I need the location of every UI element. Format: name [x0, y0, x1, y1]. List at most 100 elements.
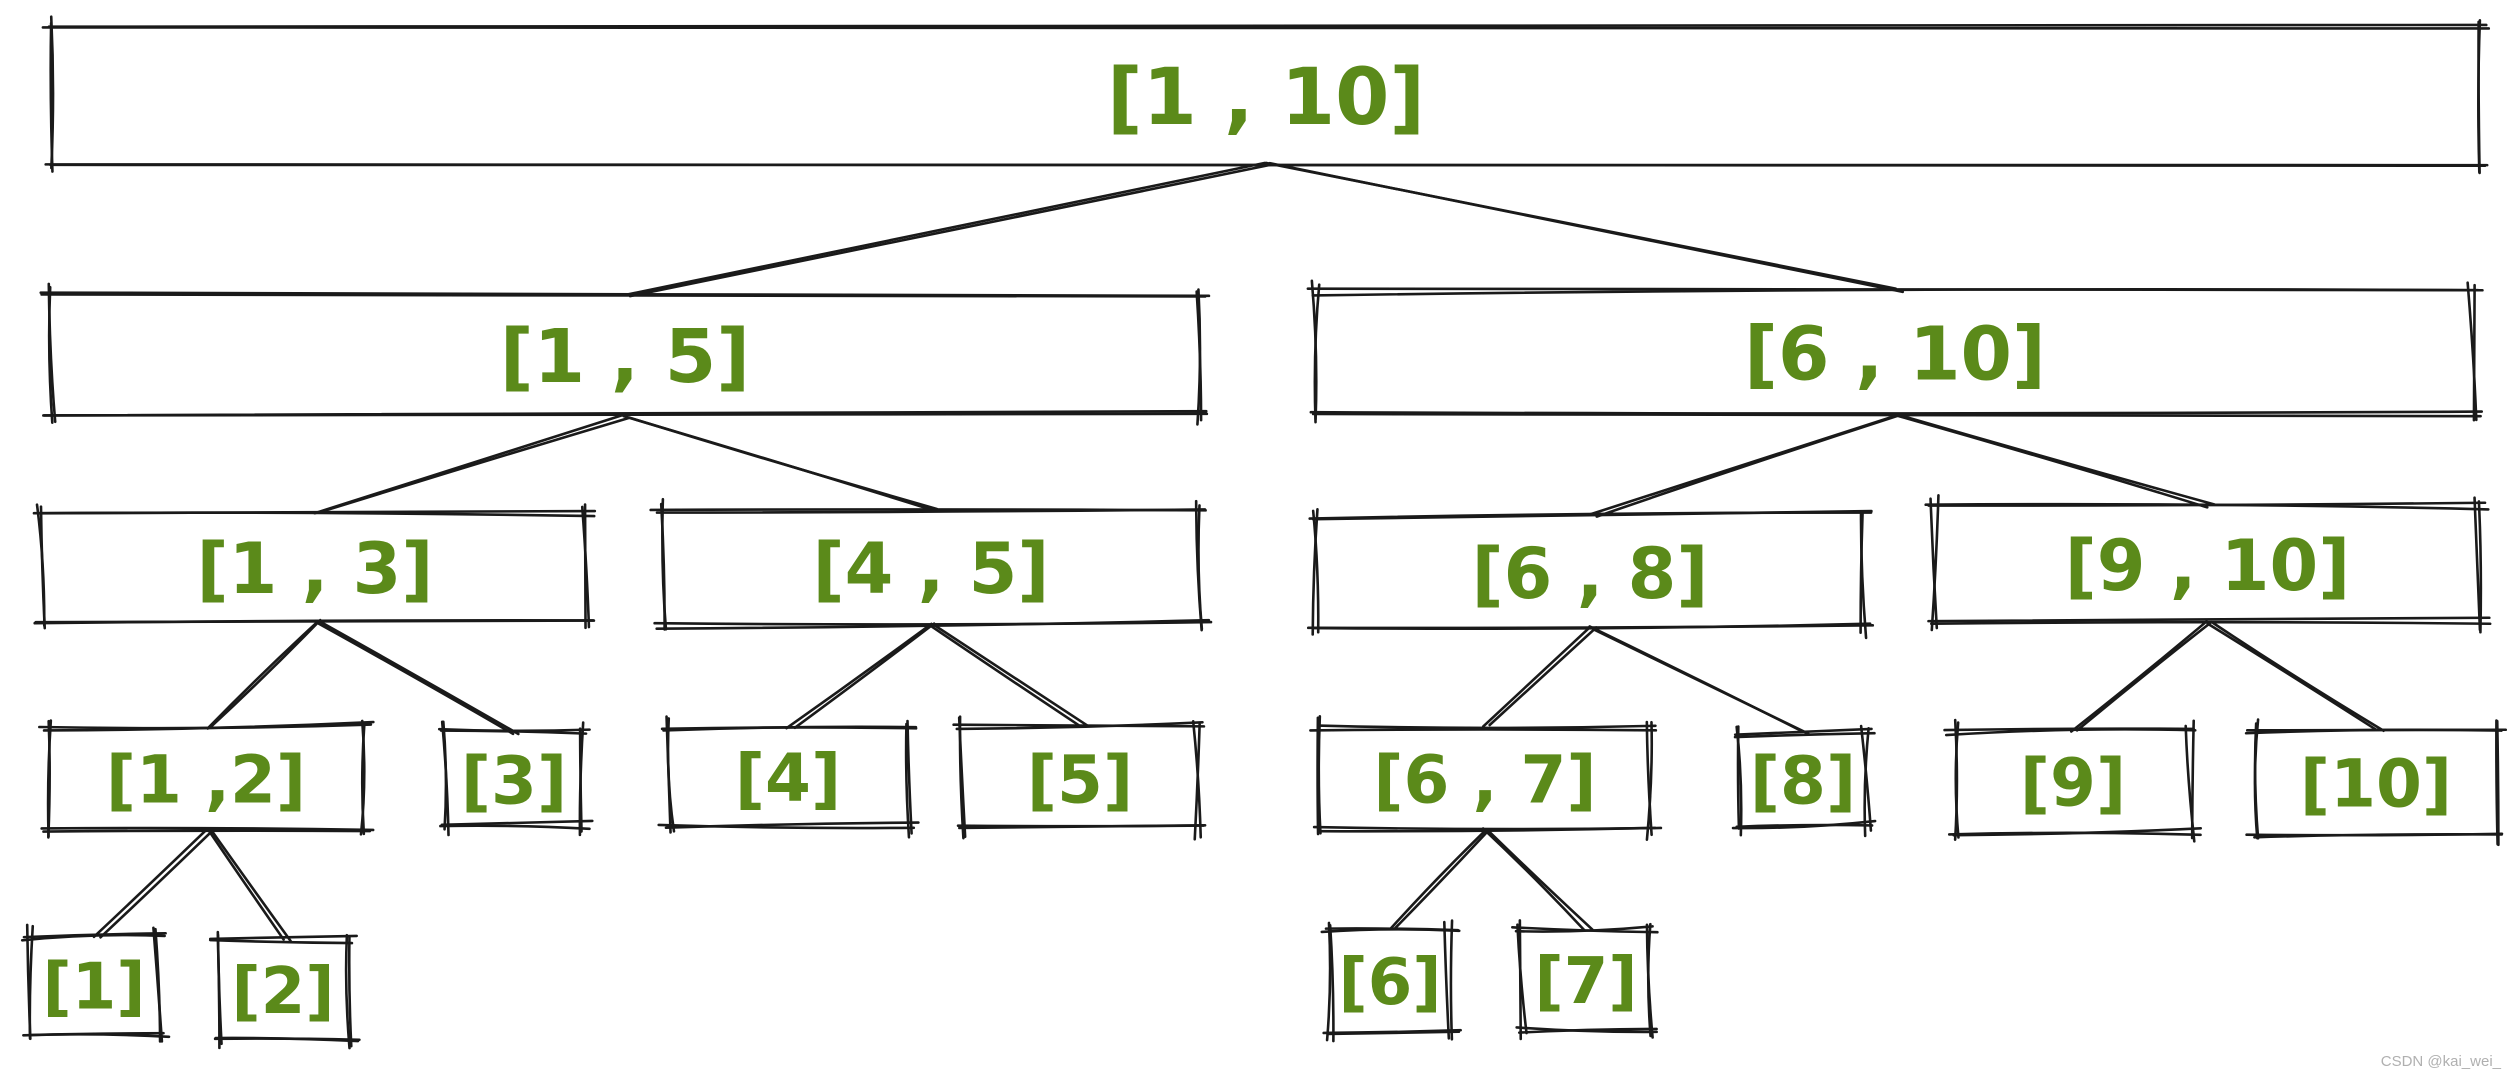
box-left-stroke: [1929, 497, 1939, 630]
node-label: [6 , 10]: [1744, 312, 2046, 398]
box-right-stroke: [1646, 922, 1652, 1038]
box-bottom-stroke: [42, 409, 1208, 417]
edge-n4_5-n5: [928, 624, 1080, 727]
box-right-stroke: [2472, 283, 2476, 422]
node-box-outline: [1924, 494, 2492, 634]
edge-n6_8-n6_7-shadow: [1488, 626, 1598, 727]
box-left-stroke: [216, 933, 223, 1046]
box-bottom-stroke: [2253, 832, 2503, 839]
box-bottom-stroke: [214, 1036, 360, 1043]
box-right-stroke: [1195, 290, 1203, 422]
node-box-outline: [38, 719, 375, 839]
box-right-stroke: [1859, 724, 1873, 832]
box-left-stroke: [35, 503, 46, 627]
box-top-stroke: [1316, 724, 1657, 730]
box-bottom-stroke: [28, 1031, 165, 1037]
edge-n1_10-n1_5: [623, 161, 1266, 297]
edge-n6_7-n7: [1481, 827, 1587, 932]
edge-n6_7-n6: [1389, 829, 1487, 930]
node-box-outline: [1306, 508, 1875, 640]
box-top-stroke: [655, 508, 1207, 514]
node-box-outline: [952, 715, 1207, 841]
box-left-stroke: [2253, 722, 2260, 840]
box-bottom-stroke: [40, 826, 375, 832]
box-left-stroke: [1311, 508, 1319, 636]
box-left-stroke: [1310, 279, 1318, 421]
tree-node-n7: [7]: [1511, 919, 1659, 1041]
node-box-outline: [657, 715, 920, 839]
edge-n9_10-n10-shadow: [2211, 621, 2385, 733]
edge-n1_10-n1_5-shadow: [628, 163, 1273, 298]
edge-n1_5-n1_3-shadow: [319, 416, 630, 514]
box-bottom-stroke: [1952, 827, 2203, 837]
box-top-stroke: [2244, 728, 2503, 735]
box-right-stroke: [2495, 719, 2500, 847]
tree-node-n9: [9]: [1943, 718, 2203, 843]
edge-n6_7-n6-shadow: [1393, 828, 1491, 930]
edge-n1_2-n2-shadow: [209, 828, 292, 943]
box-left-stroke: [47, 719, 51, 839]
tree-node-n1: [1]: [20, 923, 171, 1043]
tree-node-n8: [8]: [1731, 724, 1877, 838]
node-label: [9 , 10]: [2065, 525, 2350, 607]
box-left-stroke: [25, 923, 32, 1041]
box-top-stroke: [208, 934, 358, 941]
box-left-stroke: [661, 497, 668, 631]
box-top-stroke: [1733, 731, 1876, 739]
node-box-outline: [208, 930, 361, 1050]
edge-n1_3-n1_2-shadow: [209, 618, 322, 728]
box-top-stroke: [439, 729, 588, 735]
edge-n6_10-n6_8-shadow: [1595, 414, 1900, 518]
box-right-stroke: [347, 935, 353, 1048]
node-box-outline: [1943, 718, 2203, 843]
box-bottom-stroke: [1735, 823, 1874, 829]
box-bottom-stroke: [1312, 622, 1872, 631]
tree-node-n6_10: [6 , 10]: [1306, 279, 2484, 424]
box-left-stroke: [666, 717, 676, 833]
nodes-layer: [1 , 10][1 , 5][6 , 10][1 , 3][4 , 5][6 …: [20, 15, 2508, 1050]
box-bottom-stroke: [655, 618, 1211, 630]
node-box-outline: [1320, 919, 1463, 1043]
node-label: [9]: [2020, 745, 2126, 822]
tree-node-n1_10: [1 , 10]: [41, 15, 2491, 175]
box-left-stroke: [1735, 725, 1743, 837]
edge-n1_5-n4_5-shadow: [627, 416, 939, 511]
box-bottom-stroke: [958, 823, 1207, 830]
edge-n1_3-n3: [314, 620, 515, 736]
tree-node-n1_2: [1 ,2]: [38, 719, 375, 839]
node-label: [1]: [42, 951, 145, 1025]
edge-n9_10-n10: [2206, 622, 2378, 731]
box-top-stroke: [955, 721, 1204, 731]
node-box-outline: [41, 15, 2491, 175]
box-top-stroke: [1311, 509, 1873, 521]
node-box-outline: [20, 923, 171, 1043]
edge-n1_3-n1_2: [206, 621, 318, 730]
edge-n1_2-n1: [92, 827, 209, 939]
box-top-stroke: [1311, 287, 2484, 297]
node-label: [6]: [1338, 946, 1441, 1020]
box-right-stroke: [2466, 281, 2478, 422]
node-box-outline: [1309, 715, 1663, 841]
watermark-text: CSDN @kai_wei_: [2380, 1053, 2501, 1070]
node-label: [4]: [735, 740, 841, 817]
box-right-stroke: [2473, 496, 2482, 632]
edge-n6_8-n6_7: [1481, 626, 1591, 728]
edge-n1_2-n1-shadow: [99, 830, 213, 939]
box-right-stroke: [2477, 20, 2481, 175]
edge-n6_8-n8-shadow: [1593, 628, 1810, 736]
edge-n9_10-n9: [2070, 620, 2208, 733]
box-right-stroke: [578, 727, 583, 833]
tree-node-n6_8: [6 , 8]: [1306, 508, 1875, 640]
edge-n6_10-n9_10-shadow: [1897, 413, 2216, 506]
node-label: [1 , 5]: [500, 314, 750, 400]
box-right-stroke: [1443, 920, 1451, 1040]
box-left-stroke: [47, 282, 57, 424]
box-top-stroke: [37, 509, 597, 515]
node-label: [6 , 7]: [1373, 742, 1596, 819]
box-top-stroke: [662, 725, 918, 732]
node-box-outline: [32, 503, 597, 630]
node-box-outline: [437, 720, 594, 837]
box-bottom-stroke: [1317, 826, 1657, 833]
edge-n1_2-n2: [206, 827, 285, 941]
box-top-stroke: [208, 938, 354, 945]
